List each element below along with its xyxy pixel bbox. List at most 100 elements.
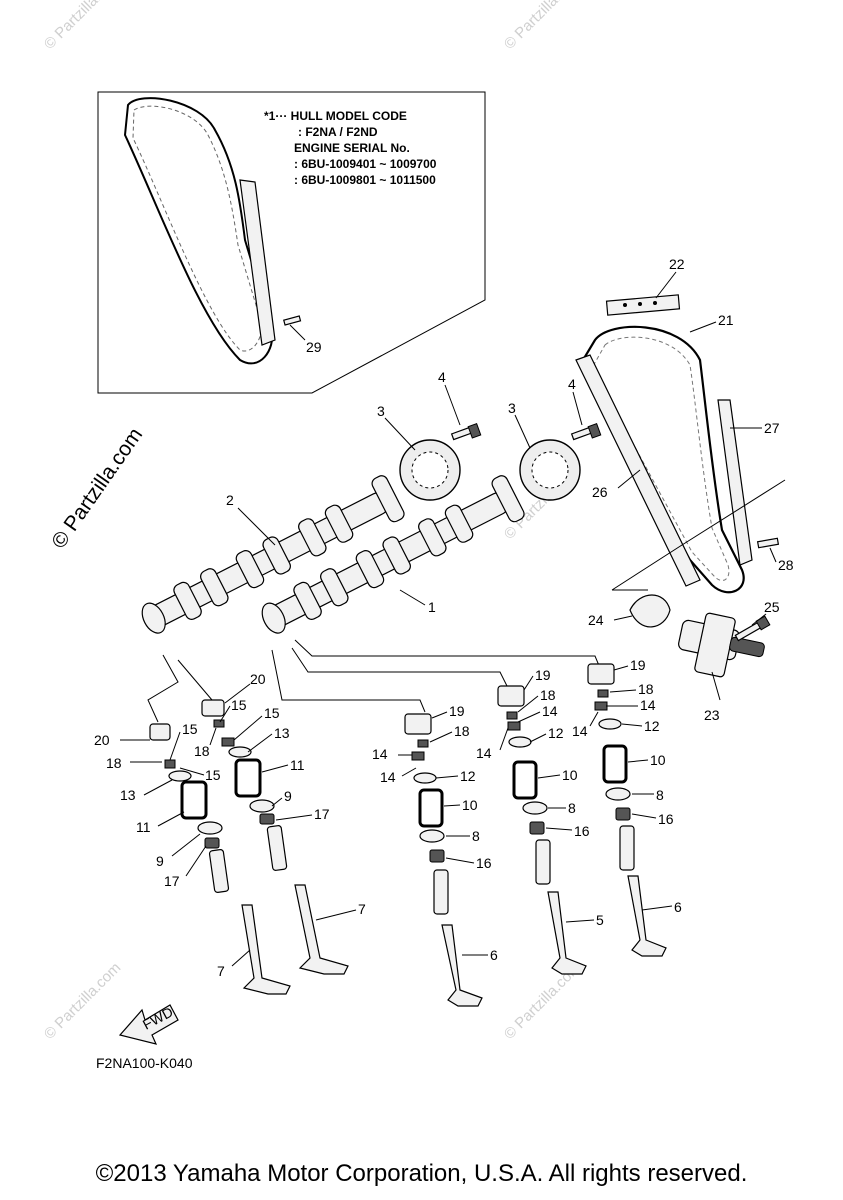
inset-note: *1··· HULL MODEL CODE : F2NA / F2ND ENGI…	[264, 109, 437, 187]
gasket-24	[629, 594, 671, 628]
callout-18-c: 18	[638, 681, 654, 697]
callout-8-a: 8	[472, 828, 480, 844]
inset-pin	[283, 315, 302, 326]
callout-9-a: 9	[156, 853, 164, 869]
callout-9-b: 9	[284, 788, 292, 804]
callout-15-a: 15	[182, 721, 198, 737]
callout-10-a: 10	[462, 797, 478, 813]
diagram-code: F2NA100-K040	[96, 1055, 193, 1071]
callout-13-b: 13	[274, 725, 290, 741]
callout-8-c: 8	[656, 787, 664, 803]
chain-guide-top	[605, 294, 681, 316]
callout-26: 26	[592, 484, 608, 500]
callout-10-b: 10	[562, 767, 578, 783]
callout-19-c: 19	[630, 657, 646, 673]
watermark: © Partzilla.com	[41, 959, 124, 1042]
callout-18-d: 18	[106, 755, 122, 771]
callout-27: 27	[764, 420, 780, 436]
copyright-footer: ©2013 Yamaha Motor Corporation, U.S.A. A…	[95, 1160, 748, 1187]
callout-18-a: 18	[454, 723, 470, 739]
callout-19-b: 19	[535, 667, 551, 683]
fwd-arrow-icon: FWD	[118, 1004, 179, 1045]
callout-20-b: 20	[94, 732, 110, 748]
bolt-25	[734, 615, 771, 642]
callout-18-e: 18	[194, 743, 210, 759]
callout-8-b: 8	[568, 800, 576, 816]
callout-24: 24	[588, 612, 604, 628]
callout-25: 25	[764, 599, 780, 615]
valve-group-c	[404, 713, 483, 1007]
callout-14-c: 14	[542, 703, 558, 719]
callout-29: 29	[306, 339, 322, 355]
inset-chain-guide	[239, 179, 276, 346]
callout-6-a: 6	[490, 947, 498, 963]
camshafts	[141, 475, 525, 634]
timing-chain-inner	[591, 336, 730, 581]
guide-leader	[611, 479, 786, 591]
callout-14-b: 14	[380, 769, 396, 785]
chain-guide-26	[575, 354, 701, 587]
bolt-4-right	[570, 423, 602, 441]
callout-10-c: 10	[650, 752, 666, 768]
tensioner-23	[678, 612, 765, 678]
callout-12-c: 12	[644, 718, 660, 734]
callout-3-right: 3	[508, 400, 516, 416]
callouts: 29 22 21 4 4 3 3 27 26 2 28 1 25 24 23 2…	[94, 256, 794, 979]
callout-19-a: 19	[449, 703, 465, 719]
callout-13-a: 13	[120, 787, 136, 803]
sprockets	[399, 423, 602, 501]
valve-group-d	[497, 685, 587, 975]
callout-23: 23	[704, 707, 720, 723]
callout-15-d: 15	[264, 705, 280, 721]
callout-17-b: 17	[314, 806, 330, 822]
camshaft-2	[141, 475, 405, 634]
callout-3-left: 3	[377, 403, 385, 419]
valve-group-a	[149, 723, 291, 995]
callout-1: 1	[428, 599, 436, 615]
timing-chain-assembly	[575, 294, 786, 678]
callout-12-a: 12	[460, 768, 476, 784]
callout-15-b: 15	[205, 767, 221, 783]
valve-group-b	[201, 699, 349, 975]
note-line-4: : 6BU-1009401 ~ 1009700	[294, 157, 437, 171]
callout-18-b: 18	[540, 687, 556, 703]
camshaft-1	[261, 475, 525, 634]
callout-11-b: 11	[290, 757, 305, 773]
inset-chain-inner	[132, 105, 263, 352]
watermark: © Partzilla.com	[501, 0, 584, 53]
callout-6-b: 6	[674, 899, 682, 915]
callout-14-a: 14	[372, 746, 388, 762]
callout-16-b: 16	[574, 823, 590, 839]
note-line-3: ENGINE SERIAL No.	[294, 141, 410, 155]
callout-28: 28	[778, 557, 794, 573]
callout-11-a: 11	[136, 819, 151, 835]
callout-7-a: 7	[217, 963, 225, 979]
valve-group-e	[587, 663, 667, 957]
note-line-2: : F2NA / F2ND	[298, 125, 378, 139]
chain-guide-27	[717, 399, 753, 566]
callout-16-c: 16	[658, 811, 674, 827]
timing-chain	[578, 325, 745, 594]
leader-lines	[147, 639, 601, 723]
callout-17-a: 17	[164, 873, 180, 889]
callout-22: 22	[669, 256, 685, 272]
inset-box: *1··· HULL MODEL CODE : F2NA / F2ND ENGI…	[97, 91, 486, 394]
callout-12-b: 12	[548, 725, 564, 741]
callout-21: 21	[718, 312, 734, 328]
callout-15-c: 15	[231, 697, 247, 713]
watermark: © Partzilla.com	[41, 0, 124, 53]
pin-28	[756, 537, 780, 549]
callout-7-b: 7	[358, 901, 366, 917]
callout-2: 2	[226, 492, 234, 508]
callout-4-left: 4	[438, 369, 446, 385]
bolt-4-left	[450, 423, 482, 441]
callout-14-e: 14	[640, 697, 656, 713]
callout-5: 5	[596, 912, 604, 928]
inset-border	[97, 91, 486, 394]
watermark-prominent: © Partzilla.com	[47, 424, 147, 553]
callout-14-d: 14	[476, 745, 492, 761]
callout-14-f: 14	[572, 723, 588, 739]
valve-train	[149, 663, 667, 1007]
note-line-1: *1··· HULL MODEL CODE	[264, 109, 407, 123]
